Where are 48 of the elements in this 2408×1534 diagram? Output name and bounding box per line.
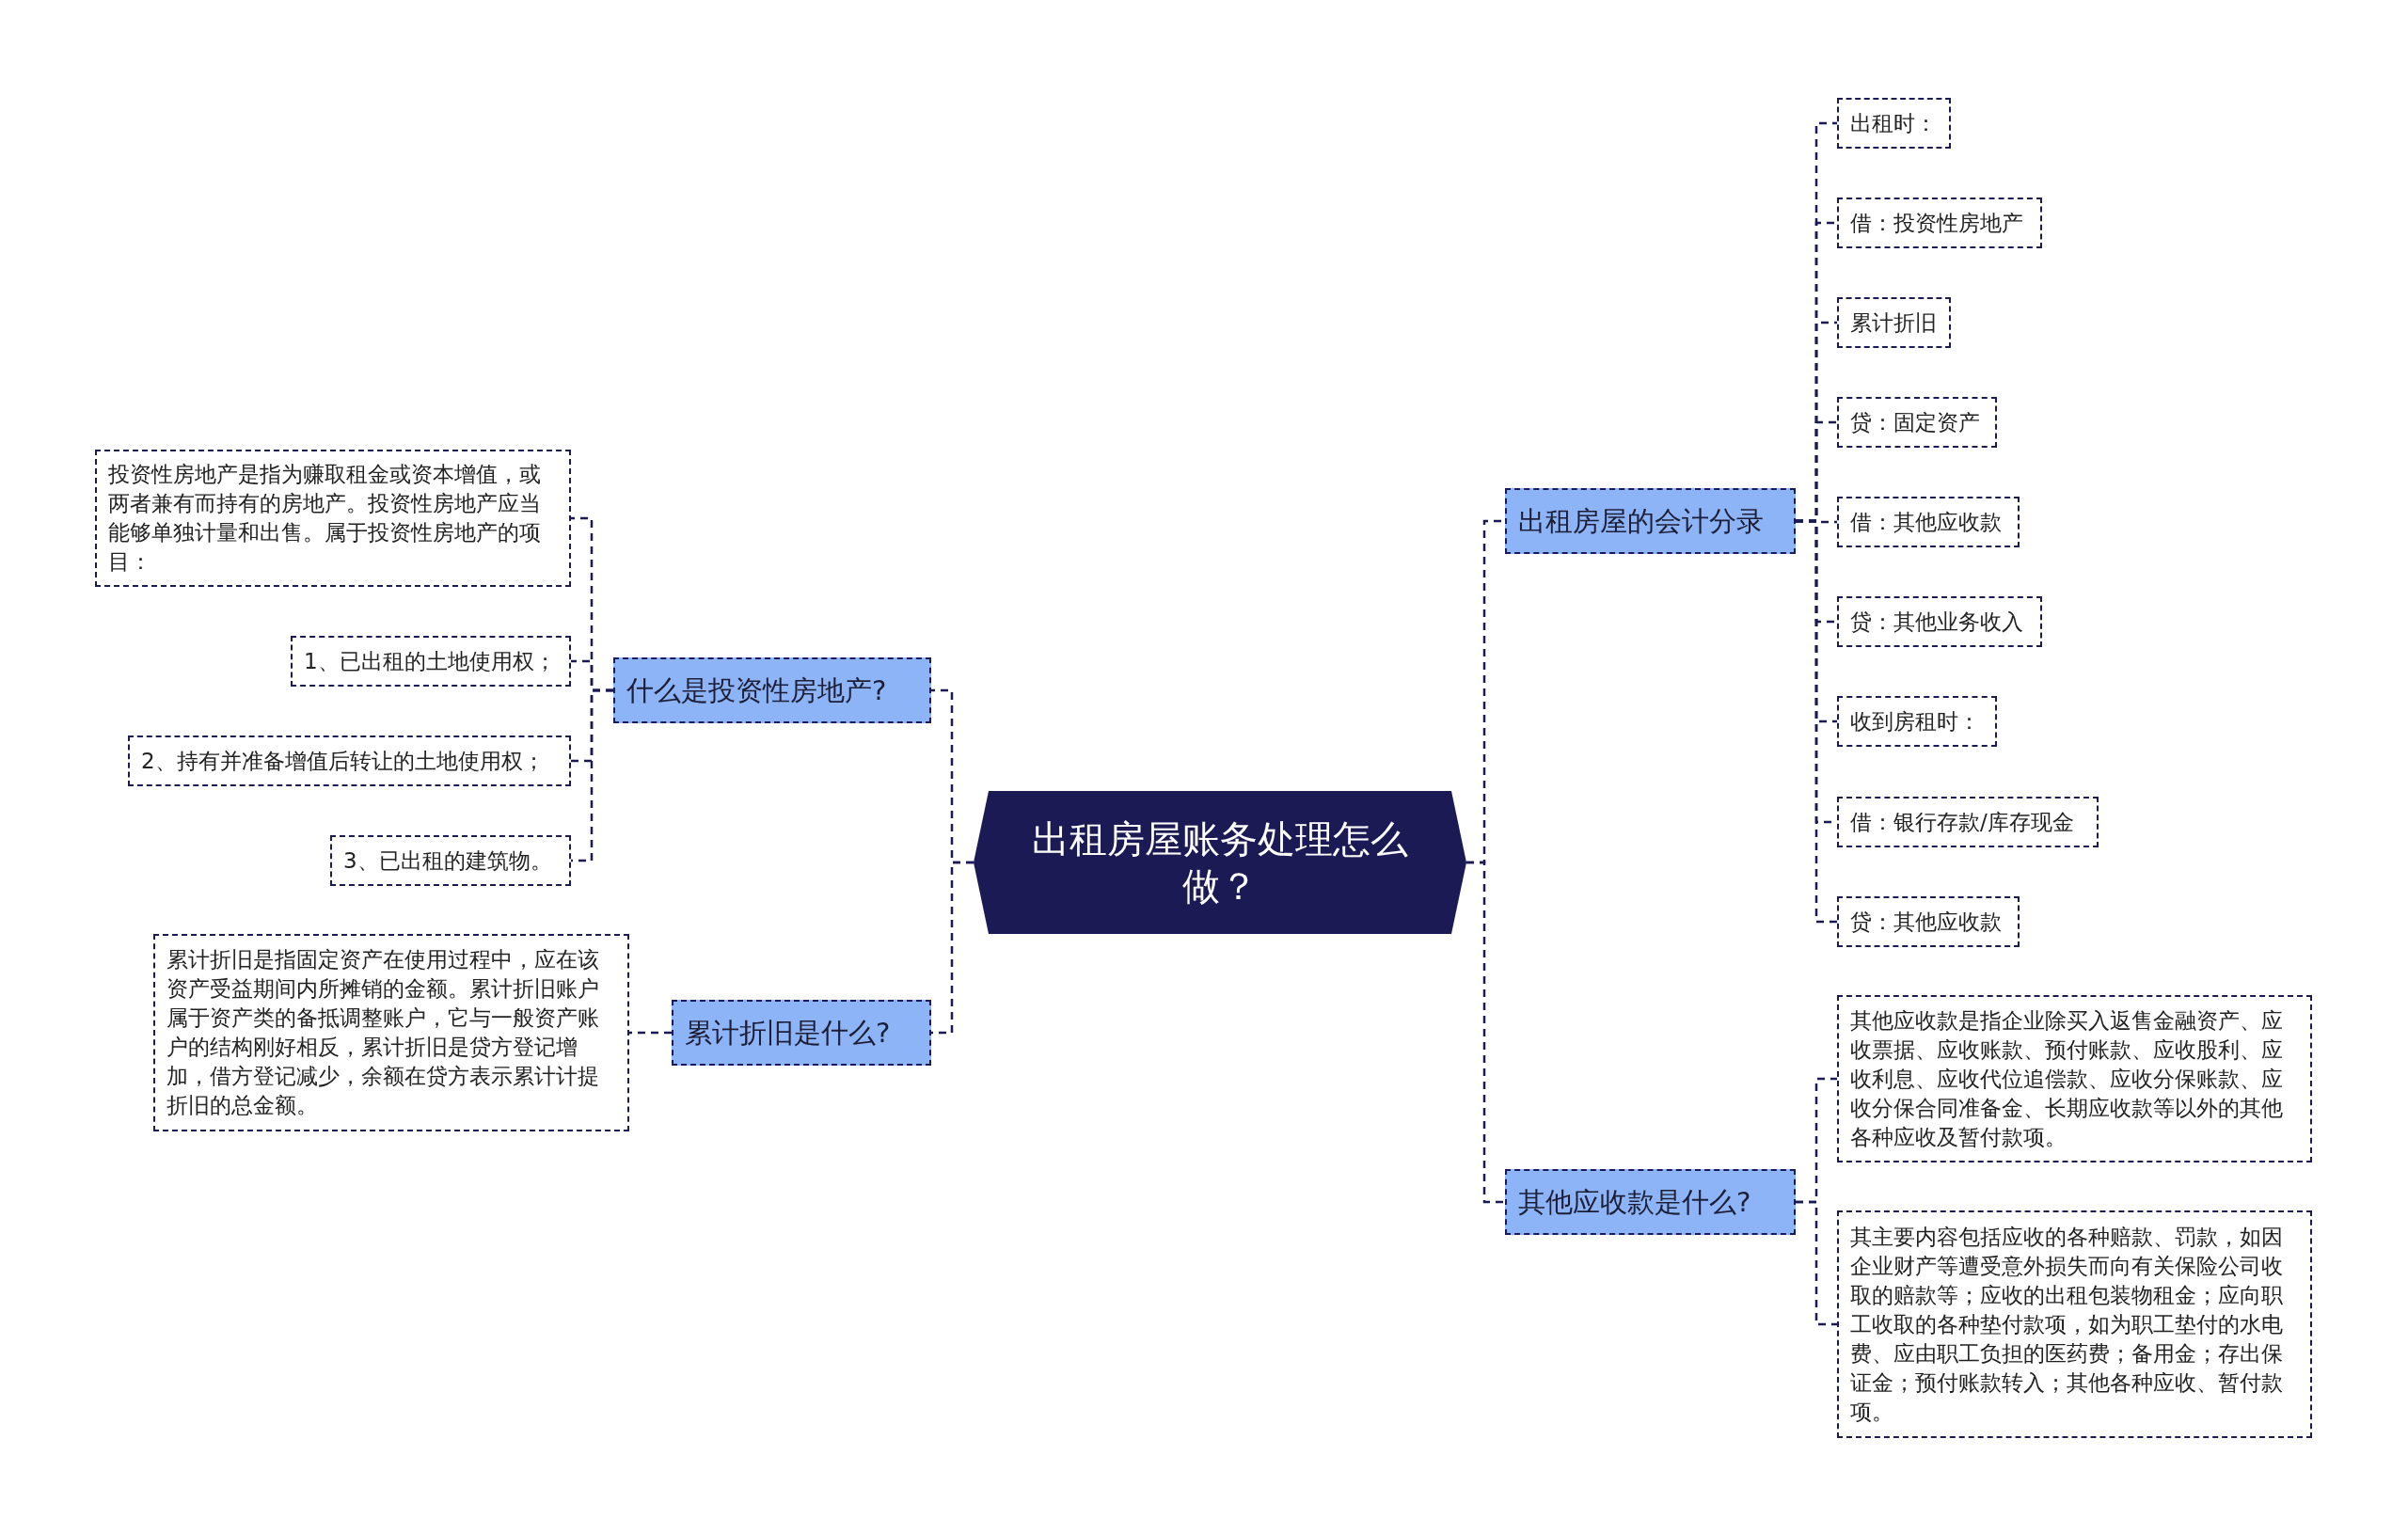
note-text: 借：其他应收款 — [1850, 508, 2002, 536]
topic-label: 出租房屋的会计分录 — [1518, 504, 1764, 538]
note-text: 收到房租时： — [1850, 707, 1980, 735]
topic-box — [672, 1000, 931, 1066]
connector-line — [1466, 861, 1505, 1204]
note-box — [1837, 198, 2042, 248]
note-box — [1837, 596, 2042, 647]
note-text: 投资性房地产是指为赚取租金或资本增值，或两者兼有而持有的房地产。投资性房地产应当能够单独计量和出售。属于投资性房地产的项目： — [108, 461, 542, 576]
central-topic-hexagon — [974, 791, 1466, 934]
note-box — [330, 835, 571, 886]
connector-line — [571, 688, 613, 862]
topic-title: 出租房屋账务处理怎么做？ — [1031, 816, 1409, 909]
note-text: 3、已出租的建筑物。 — [343, 846, 552, 875]
topic-box — [613, 657, 931, 723]
note-box — [1837, 797, 2099, 847]
topic-box — [1505, 488, 1796, 554]
note-text: 贷：固定资产 — [1850, 408, 1980, 436]
note-text: 2、持有并准备增值后转让的土地使用权； — [141, 747, 545, 775]
note-box — [1837, 995, 2312, 1162]
connector-line — [629, 1031, 672, 1035]
topic-label: 累计折旧是什么? — [685, 1016, 891, 1050]
note-text: 累计折旧是指固定资产在使用过程中，应在该资产受益期间内所摊销的金额。累计折旧账户属于资产类的备抵调整账户，它与一般资产账户的结构刚好相反，累计折旧是贷方登记增加，借方登记减少，余额在贷方表示累计计提折旧的总金额。 — [166, 946, 600, 1119]
note-box — [1837, 896, 2020, 947]
connector-line — [1796, 519, 1837, 924]
note-box — [1837, 98, 1951, 149]
connector-line — [1796, 1200, 1837, 1326]
note-text: 累计折旧 — [1850, 308, 1937, 337]
note-box — [1837, 397, 1997, 448]
note-box — [128, 735, 571, 786]
note-box — [1837, 497, 2020, 547]
topic-label: 其他应收款是什么? — [1518, 1185, 1751, 1219]
note-text: 1、已出租的土地使用权； — [304, 647, 556, 675]
note-text: 贷：其他应收款 — [1850, 908, 2002, 936]
note-box — [95, 450, 571, 587]
note-box — [1837, 297, 1951, 348]
note-text: 借：投资性房地产 — [1850, 209, 2023, 237]
note-box — [1837, 696, 1997, 747]
connector-line — [931, 861, 974, 1035]
note-text: 借：银行存款/库存现金 — [1850, 808, 2074, 836]
note-text: 出租时： — [1850, 109, 1937, 137]
note-box — [291, 636, 571, 687]
note-text: 其他应收款是指企业除买入返售金融资产、应收票据、应收账款、预付账款、应收股利、应收利息、应收代位追偿款、应收分保账款、应收分保合同准备金、长期应收款等以外的其他各种应收及暂付款项。 — [1850, 1006, 2284, 1151]
note-box — [153, 934, 629, 1131]
note-text: 贷：其他业务收入 — [1850, 608, 2023, 636]
topic-label: 什么是投资性房地产? — [626, 673, 887, 707]
note-text: 其主要内容包括应收的各种赔款、罚款，如因企业财产等遭受意外损失而向有关保险公司收取的赔款等；应收的出租包装物租金；应向职工收取的各种垫付款项，如为职工垫付的水电费、应由职工负担的医药费；备用金；存出保证金；预付账款转入；其他各种应收、暂付款项。 — [1850, 1223, 2284, 1426]
topic-box — [1505, 1169, 1796, 1235]
note-box — [1837, 1210, 2312, 1438]
